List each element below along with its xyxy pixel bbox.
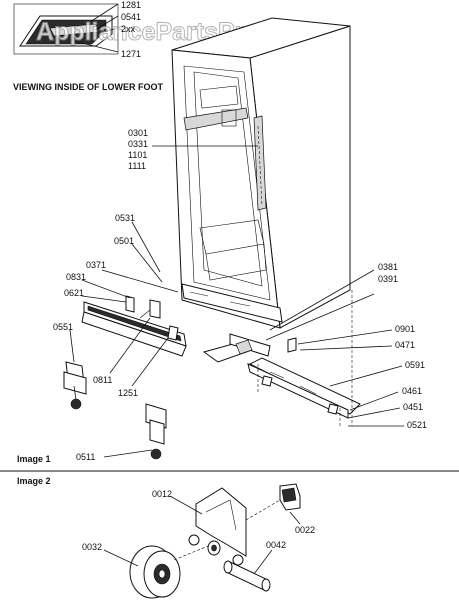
image1-label: Image 1 (17, 454, 51, 464)
part-label-0551: 0551 (53, 322, 73, 332)
part-label-0381: 0381 (378, 262, 398, 272)
part-label-0471: 0471 (395, 340, 415, 350)
part-label-2xx: 2xx (121, 24, 136, 34)
part-label-0541: 0541 (121, 12, 141, 22)
front-roller-left (63, 361, 87, 410)
rear-roller (145, 403, 167, 460)
part-label-0521: 0521 (407, 420, 427, 430)
part-label-0621: 0621 (64, 288, 84, 298)
part-label-0391: 0391 (378, 274, 398, 284)
part-label-0371: 0371 (86, 260, 106, 270)
caption-viewing-lower-foot: VIEWING INSIDE OF LOWER FOOT (13, 82, 164, 92)
part-label-0461: 0461 (402, 386, 422, 396)
part-label-0032: 0032 (82, 542, 102, 552)
part-label-1251: 1251 (118, 388, 138, 398)
leader-lines-image1 (69, 221, 404, 458)
part-label-0501: 0501 (114, 236, 134, 246)
front-grille-assembly (81, 295, 271, 363)
part-label-0531: 0531 (115, 213, 135, 223)
part-label-0012: 0012 (152, 489, 172, 499)
part-label-0042: 0042 (266, 540, 286, 550)
part-label-0591: 0591 (405, 360, 425, 370)
part-label-0811: 0811 (93, 375, 112, 385)
inset-lower-foot (13, 3, 119, 55)
part-label-0451: 0451 (403, 402, 423, 412)
part-label-0022: 0022 (295, 525, 315, 535)
part-label-0511: 0511 (76, 452, 95, 462)
part-label-1101: 1101 (128, 150, 147, 160)
refrigerator-cabinet (171, 17, 351, 329)
image2-label: Image 2 (17, 476, 51, 486)
roller-assembly-image2 (129, 483, 301, 599)
leader-lines-image2 (103, 495, 301, 575)
part-label-0831: 0831 (66, 272, 86, 282)
part-label-1281: 1281 (121, 0, 141, 10)
part-label-1271: 1271 (121, 49, 141, 59)
part-label-0901: 0901 (395, 324, 415, 334)
part-label-0301: 0301 (128, 128, 148, 138)
part-label-1111: 1111 (128, 161, 146, 171)
part-label-0331: 0331 (128, 139, 148, 149)
